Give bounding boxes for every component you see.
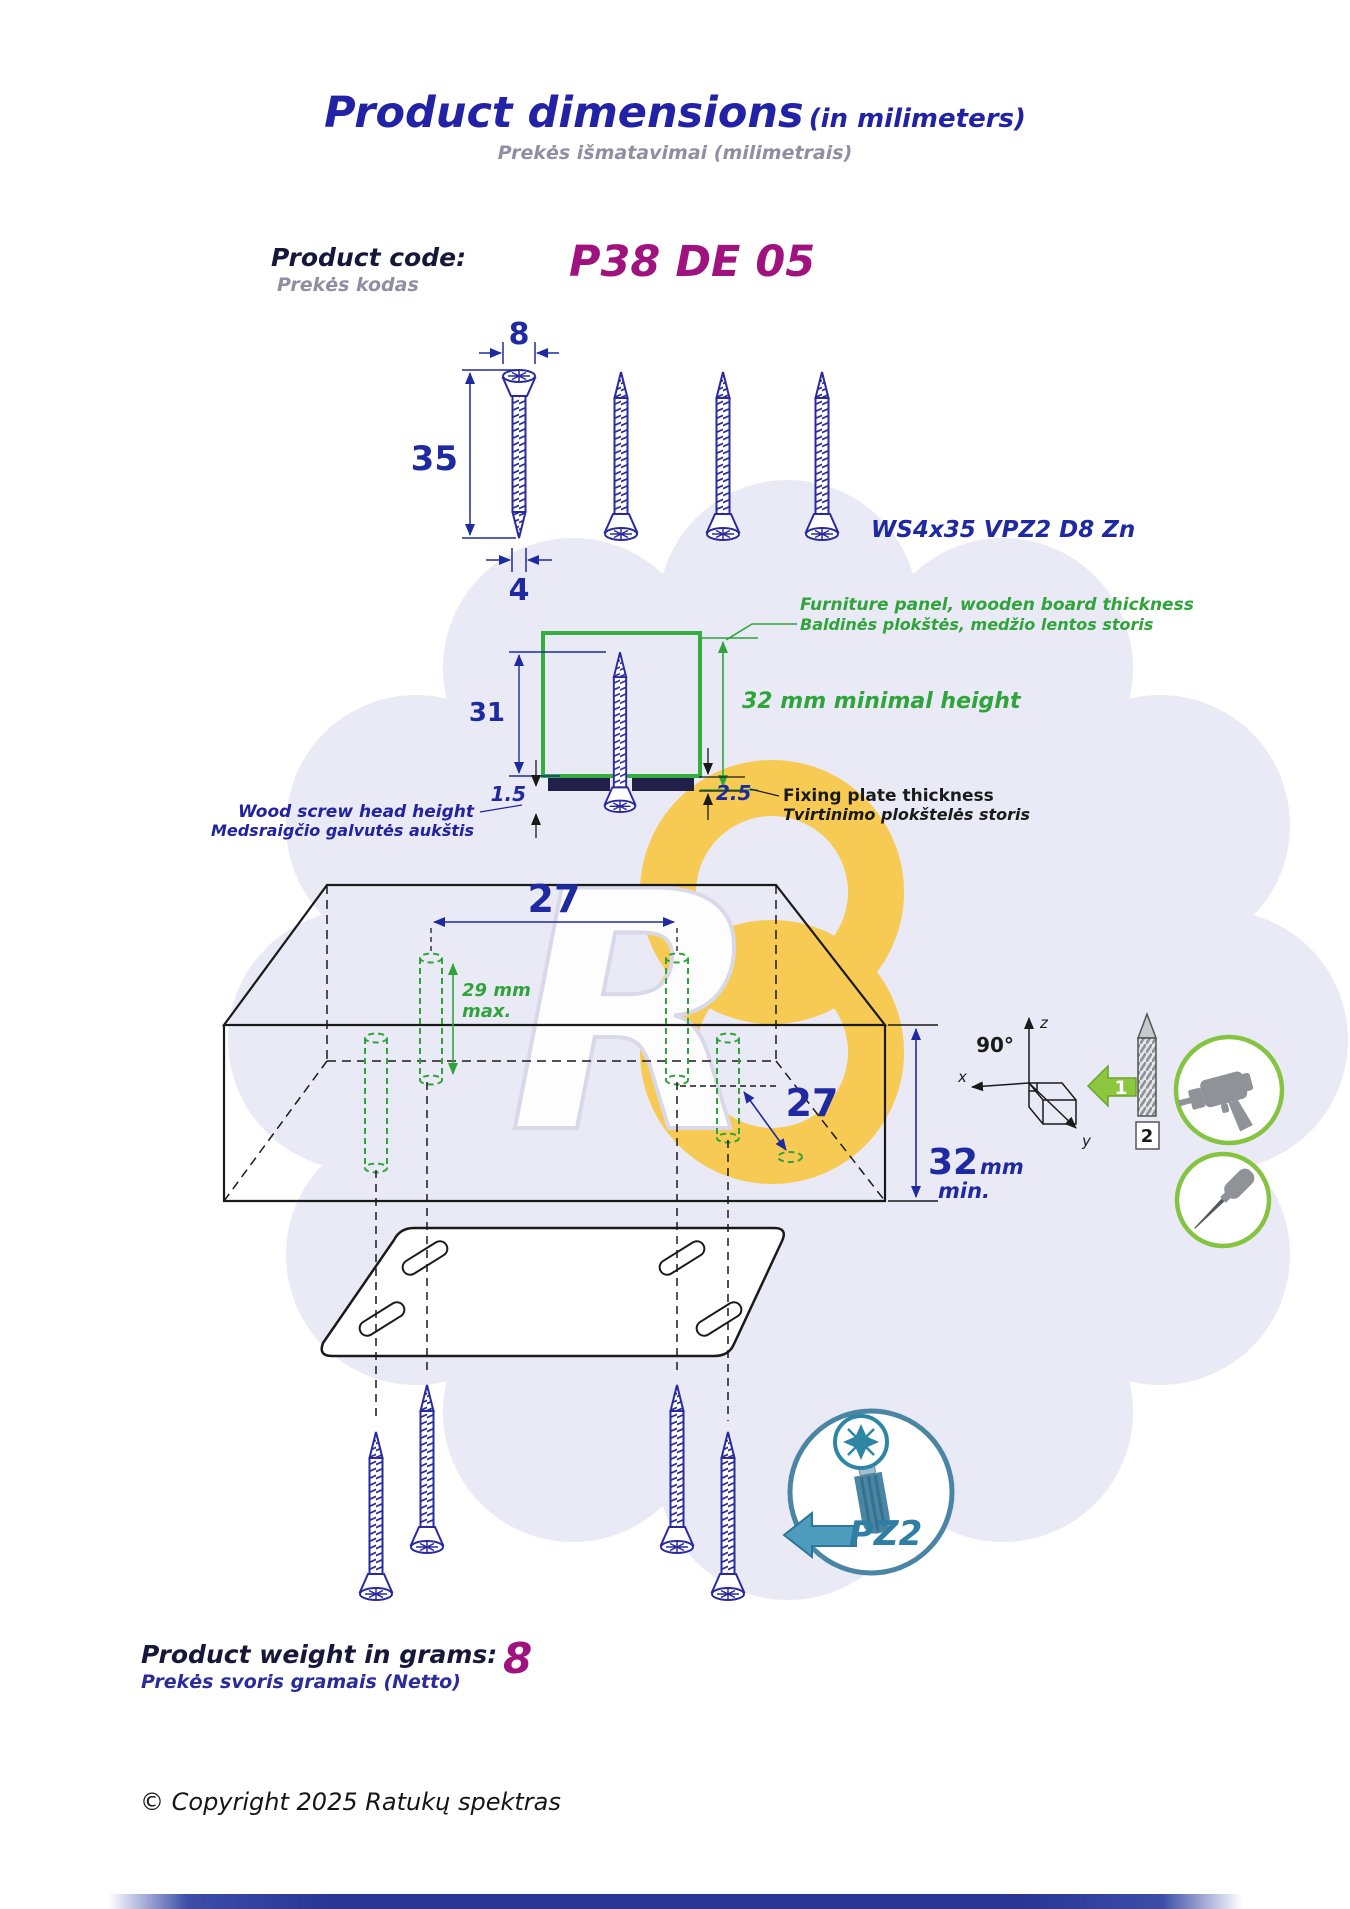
angle-value: 90° xyxy=(976,1033,1014,1057)
fixing-plate-bar-left xyxy=(548,778,610,791)
product-code-value: P38 DE 05 xyxy=(569,237,816,287)
assembly-screw-3 xyxy=(359,1431,393,1601)
min-height-label: 32 mm minimal height xyxy=(742,689,1022,714)
title-units: (in milimeters) xyxy=(808,104,1026,134)
panel-cross-section: 31 32 mm minimal height Furniture panel,… xyxy=(211,595,1194,840)
screw-spec-label: WS4x35 VPZ2 D8 Zn xyxy=(871,517,1135,543)
fixing-plate-bar-right xyxy=(632,778,694,791)
assembly-screw-4 xyxy=(711,1431,745,1601)
depth-max-line1: 29 mm xyxy=(462,980,531,1001)
dim-length-value: 35 xyxy=(411,439,458,479)
panel-label-en: Furniture panel, wooden board thickness xyxy=(800,595,1194,615)
drill-tool-icon xyxy=(1173,1034,1285,1146)
plate-thickness-value: 2.5 xyxy=(716,781,751,805)
page-title: Product dimensions (in milimeters) xyxy=(0,88,1350,138)
pz2-badge: PZ2 xyxy=(782,1408,955,1576)
board-min-value: 32 xyxy=(928,1142,978,1183)
dim-tip-diameter xyxy=(486,548,552,572)
product-code-label: Product code: xyxy=(271,243,467,272)
axis-icon xyxy=(971,1017,1077,1129)
board-min-word: min. xyxy=(938,1179,990,1203)
weight-label-lt: Prekės svoris gramais (Netto) xyxy=(141,1671,461,1693)
step1-arrow xyxy=(1086,1064,1137,1108)
dim-plate-thickness xyxy=(699,748,745,820)
page-subtitle: Prekės išmatavimai (milimetrais) xyxy=(497,142,853,164)
product-weight-block: Product weight in grams: Prekės svoris g… xyxy=(141,1640,497,1693)
copyright-text: © Copyright 2025 Ratukų spektras xyxy=(140,1788,561,1816)
screw-dimensioned-view xyxy=(502,369,536,539)
drill-bit-icon xyxy=(1135,1011,1160,1150)
step2-number: 2 xyxy=(1141,1126,1154,1147)
direction-arrow xyxy=(782,1510,857,1560)
axis-y-label: y xyxy=(1081,1132,1092,1150)
alignment-lines xyxy=(375,1082,729,1421)
head-label-lt: Medsraigčio galvutės aukštis xyxy=(211,821,474,840)
fixing-plate xyxy=(320,1082,785,1421)
panel-label-lt: Baldinės plokštės, medžio lentos storis xyxy=(800,615,1153,634)
head-height-value: 1.5 xyxy=(491,782,526,806)
assembly-screw-1 xyxy=(410,1384,444,1554)
bit-type-label: PZ2 xyxy=(849,1514,922,1554)
board-hidden-edges xyxy=(223,885,886,1202)
dim-head-diameter-value: 8 xyxy=(509,317,530,352)
dim-spacing-side xyxy=(743,1091,787,1151)
assembly-screw-2 xyxy=(660,1384,694,1554)
axis-x-label: x xyxy=(957,1068,967,1086)
axis-z-label: z xyxy=(1039,1014,1049,1032)
weight-value: 8 xyxy=(503,1634,533,1683)
dim-head-diameter xyxy=(479,342,559,364)
drill-holes xyxy=(364,952,803,1174)
bradawl-tool-icon xyxy=(1174,1151,1272,1249)
plate-slots xyxy=(358,1240,743,1337)
dim-depth-31 xyxy=(509,651,606,777)
dim-min-height xyxy=(700,623,797,791)
title-text: Product dimensions xyxy=(324,88,804,138)
dim-depth-value: 31 xyxy=(469,698,505,728)
plate-label-lt: Tvirtinimo plokštelės storis xyxy=(783,805,1030,824)
dim-board-min xyxy=(888,1024,938,1202)
product-code-block: Product code: Prekės kodas xyxy=(271,243,466,296)
weight-label: Product weight in grams: xyxy=(141,1640,498,1669)
screw-view-2 xyxy=(604,371,638,541)
pozidriv-icon xyxy=(843,1424,879,1460)
dim-tip-diameter-value: 4 xyxy=(509,573,530,608)
screw-view-4 xyxy=(805,371,839,541)
board-visible-edges xyxy=(221,883,888,1203)
plate-label-en: Fixing plate thickness xyxy=(783,786,994,806)
spacing-front-value: 27 xyxy=(528,877,581,921)
assembly-screws xyxy=(359,1384,745,1601)
head-label-en: Wood screw head height xyxy=(238,802,475,822)
bottom-bar xyxy=(108,1894,1242,1909)
product-code-label-lt: Prekės kodas xyxy=(277,274,419,296)
dim-spacing-front xyxy=(430,917,678,952)
spacing-side-value: 27 xyxy=(786,1081,839,1125)
screw-views-group: 8 35 4 WS4x35 VPZ2 D8 Zn xyxy=(411,317,1136,608)
page-header: Product dimensions (in milimeters) Prekė… xyxy=(0,88,1350,164)
screw-view-3 xyxy=(706,371,740,541)
dim-length xyxy=(462,369,516,539)
step1-number: 1 xyxy=(1114,1077,1127,1099)
depth-max-line2: max. xyxy=(462,1001,511,1022)
board-min-unit: mm xyxy=(980,1155,1024,1179)
board-3d: 27 29 mm max. 27 32 mm min. xyxy=(221,877,1285,1249)
